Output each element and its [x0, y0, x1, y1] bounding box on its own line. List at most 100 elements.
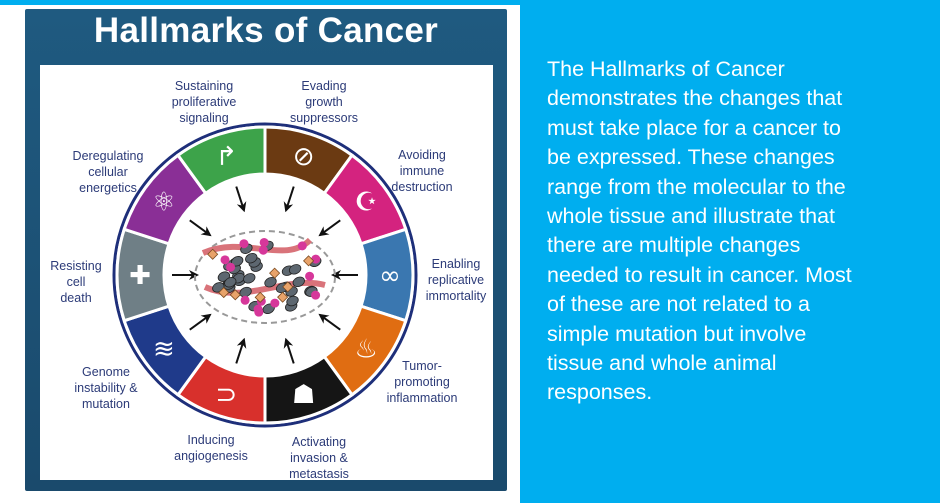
description-line: there are multiple changes	[547, 233, 801, 258]
inward-arrow-icon	[283, 186, 295, 213]
arrow-up-right-icon: ↱	[215, 142, 237, 172]
fibroblast	[269, 267, 281, 279]
fibroblast	[254, 291, 266, 303]
immune-cell	[270, 298, 280, 308]
hallmark-label-line: Inducing	[187, 433, 235, 447]
hallmark-label-line: Sustaining	[174, 79, 234, 93]
hallmark-label-line: cell	[66, 275, 86, 289]
immune-cell	[311, 290, 321, 300]
description-line: responses.	[547, 380, 653, 405]
flame-icon: ♨	[354, 334, 377, 364]
inward-arrow-icon	[189, 313, 212, 331]
hallmark-label-line: angiogenesis	[174, 449, 248, 463]
inward-arrow-icon	[283, 337, 295, 364]
hallmark-label-line: Avoiding	[398, 148, 446, 162]
hallmark-label-line: inflammation	[386, 391, 458, 405]
blood-vessel-icon: ⊃	[215, 380, 237, 410]
ring-outline	[112, 122, 418, 428]
inward-arrow-icon	[235, 186, 247, 213]
hallmark-label-line: Genome	[82, 365, 130, 379]
atom-icon: ⚛	[152, 188, 175, 218]
hallmark-label-line: death	[60, 291, 92, 305]
hallmark-label-line: destruction	[391, 180, 453, 194]
migrating-cell-icon: ☗	[292, 380, 315, 410]
no-entry-icon: ⊘	[293, 142, 315, 172]
hallmark-label: Sustaining proliferative signaling	[139, 78, 269, 126]
immune-cell	[254, 307, 264, 317]
description-line: range from the molecular to the	[547, 174, 846, 199]
tumor-cell	[245, 252, 258, 264]
hallmark-label: Inducing angiogenesis	[146, 432, 276, 464]
description-line: simple mutation but involve	[547, 321, 807, 346]
description-line: needed to result in cancer. Most	[547, 262, 852, 287]
immune-cell-icon: ☪	[354, 188, 377, 218]
blood-vessel	[201, 237, 313, 256]
description-line: The Hallmarks of Cancer	[547, 57, 785, 81]
immune-cell	[258, 245, 268, 255]
hallmark-label-line: Resisting	[50, 259, 102, 273]
description-text: The Hallmarks of Cancer demonstrates the …	[547, 55, 852, 408]
cross-icon: ✚	[129, 261, 151, 291]
hallmark-label-line: instability &	[74, 381, 138, 395]
tumor-cell	[264, 277, 277, 288]
inward-arrow-icon	[189, 219, 212, 237]
hallmark-label-line: invasion &	[290, 451, 348, 465]
infinity-icon: ∞	[379, 261, 401, 291]
immune-cell	[305, 271, 315, 281]
hallmark-label-line: energetics	[79, 181, 137, 195]
fibroblast	[282, 281, 294, 293]
hallmark-label-line: Tumor-	[402, 359, 442, 373]
immune-cell	[220, 255, 230, 265]
hallmark-label-line: replicative	[427, 273, 485, 287]
description-line: of these are not related to a	[547, 292, 810, 317]
tumor-cell	[243, 273, 256, 284]
description-line: tissue and whole animal	[547, 351, 777, 376]
hallmark-label-line: metastasis	[289, 467, 349, 481]
immune-cell	[297, 241, 307, 251]
inward-arrow-icon	[235, 337, 247, 364]
fibroblast	[218, 287, 230, 299]
hallmark-label: Resisting cell death	[11, 258, 141, 306]
immune-cell	[226, 262, 236, 272]
tumor-boundary	[194, 230, 336, 324]
immune-cell	[240, 295, 250, 305]
tumor-cell	[288, 264, 302, 275]
hallmark-label: Enabling replicative immortality	[391, 256, 521, 304]
fibroblast	[303, 255, 315, 267]
inward-arrow-icon	[318, 313, 341, 331]
hallmark-label-line: immortality	[425, 289, 487, 303]
description-line: must take place for a cancer to	[547, 115, 841, 140]
hallmark-label-line: Evading	[301, 79, 347, 93]
fibroblast	[229, 289, 241, 301]
dna-icon: ≋	[153, 334, 175, 364]
fibroblast	[277, 291, 289, 303]
hallmark-label-line: mutation	[82, 397, 130, 411]
fibroblast	[207, 248, 219, 260]
hallmark-label-line: immune	[399, 164, 445, 178]
hallmark-label: Evading growth suppressors	[259, 78, 389, 126]
hallmark-segment	[175, 125, 267, 196]
hallmark-label: Tumor-promoting inflammation	[357, 358, 487, 406]
hallmark-label-line: promoting	[394, 375, 450, 389]
hallmark-label-line: suppressors	[289, 111, 359, 125]
inward-arrow-icon	[318, 219, 341, 237]
hallmark-label: Activating invasion & metastasis	[254, 434, 384, 482]
hallmark-label-line: proliferative	[171, 95, 237, 109]
immune-cell	[259, 237, 269, 247]
hallmarks-wheel: ⊘ ☪ ∞ ♨ ☗ ⊃ ≋ ✚ ⚛ ↱	[112, 122, 418, 428]
immune-cell	[239, 239, 249, 249]
tumor-cell	[286, 295, 299, 307]
hallmarks-figure-panel: Hallmarks of Cancer ⊘ ☪ ∞ ♨ ☗ ⊃ ≋ ✚ ⚛ ↱ Evading gr…	[0, 5, 520, 503]
hallmark-label-line: Enabling	[431, 257, 481, 271]
tumor-cell	[292, 276, 305, 288]
figure-title: Hallmarks of Cancer	[93, 11, 439, 50]
hallmark-label-line: Activating	[291, 435, 347, 449]
hallmark-label-line: cellular	[88, 165, 128, 179]
hallmark-label-line: growth	[305, 95, 343, 109]
description-line: be expressed. These changes	[547, 145, 835, 170]
hallmark-label-line: signaling	[179, 111, 229, 125]
description-line: demonstrates the changes that	[547, 86, 843, 111]
hallmark-label: Avoiding immune destruction	[357, 147, 487, 195]
hallmark-label: Genome instability & mutation	[41, 364, 171, 412]
